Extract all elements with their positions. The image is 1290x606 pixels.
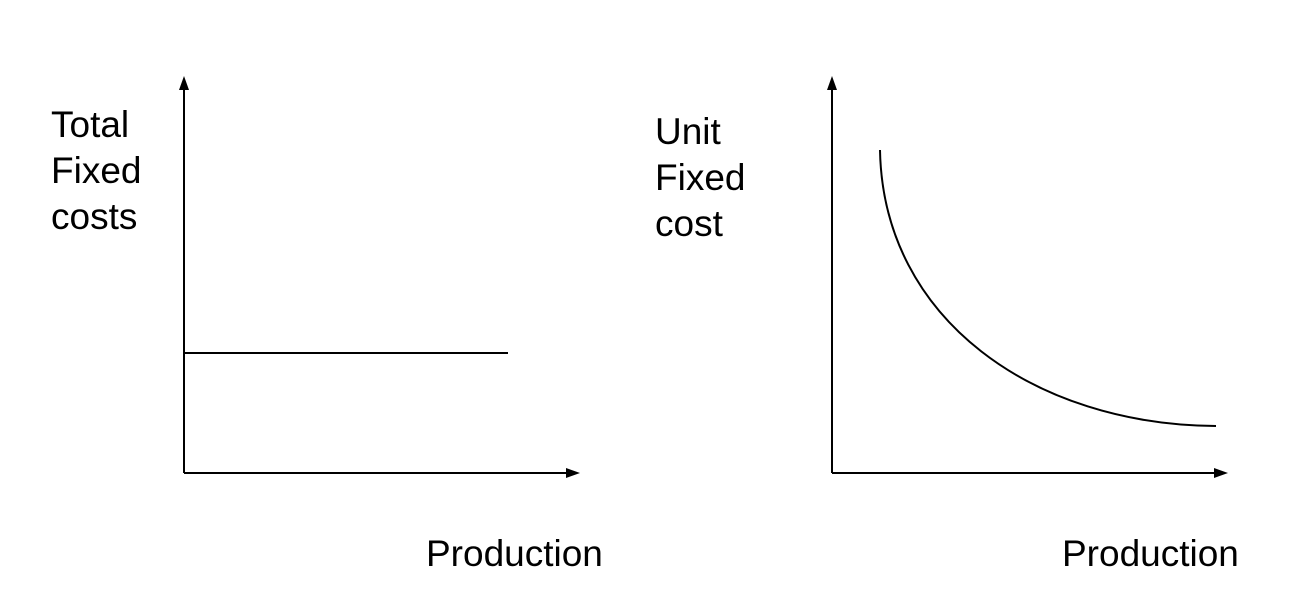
- x-axis-arrow-icon: [566, 468, 580, 478]
- total-fixed-costs-plot: [179, 76, 580, 478]
- x-axis-label: Production: [1062, 533, 1239, 574]
- y-axis-arrow-icon: [179, 76, 189, 90]
- y-axis-arrow-icon: [827, 76, 837, 90]
- x-axis-arrow-icon: [1214, 468, 1228, 478]
- x-axis-label: Production: [426, 533, 603, 574]
- unit-fixed-cost-plot: [827, 76, 1228, 478]
- unit-fixed-cost-curve: [879, 149, 1217, 427]
- unit-fixed-cost-diagram: Unit Fixed cost Production: [645, 0, 1290, 606]
- y-axis-label: Unit Fixed cost: [655, 111, 746, 244]
- total-fixed-costs-diagram: Total Fixed costs Production: [51, 76, 603, 574]
- y-axis-label: Total Fixed costs: [51, 104, 142, 237]
